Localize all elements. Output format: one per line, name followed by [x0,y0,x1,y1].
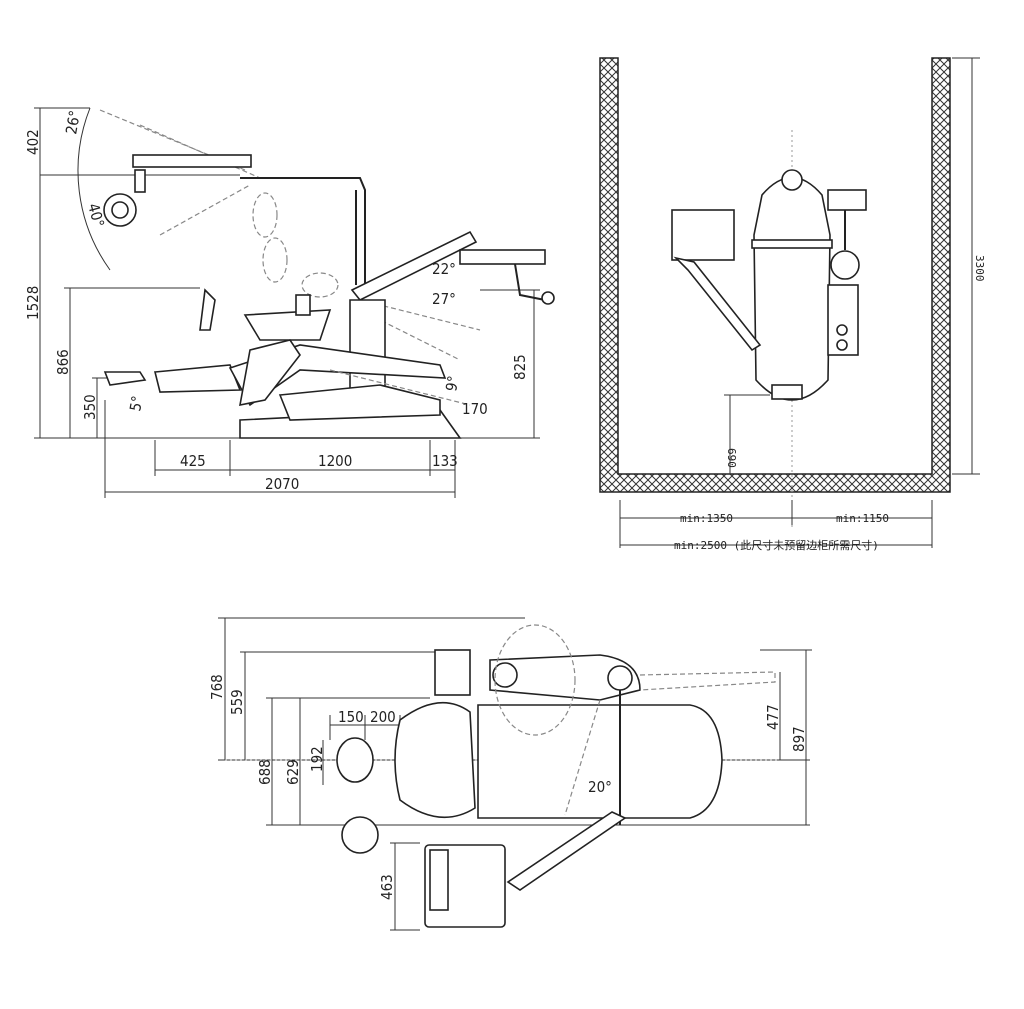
dim-min-1150: min:1150 [836,512,889,525]
dim-768: 768 [208,674,226,700]
dim-200: 200 [370,708,396,726]
dim-463: 463 [378,874,396,900]
dim-1528: 1528 [24,286,42,320]
dim-477: 477 [764,704,782,730]
dim-688: 688 [256,759,274,785]
angle-40: 40° [84,201,108,229]
angle-22: 22° [432,260,456,278]
angle-27: 27° [432,290,456,308]
dim-2070: 2070 [265,475,299,493]
dim-629: 629 [284,759,302,785]
dim-133: 133 [432,452,458,470]
dim-150: 150 [338,708,364,726]
dim-192: 192 [308,746,326,772]
angle-26: 26° [62,109,84,136]
dim-350: 350 [81,394,99,420]
dim-402: 402 [24,129,42,155]
angle-20: 20° [588,778,612,796]
dim-170: 170 [462,400,488,418]
angle-9: 9° [442,374,462,392]
dim-690: 690 [725,448,738,468]
dim-min-2500: min:2500 (此尺寸未预留边柜所需尺寸) [674,538,879,552]
top-view: 768 559 688 629 192 150 200 477 897 463 … [208,617,812,931]
dim-559: 559 [228,689,246,715]
dim-min-1350: min:1350 [680,512,733,525]
dim-825: 825 [511,354,529,380]
angle-5: 5° [126,394,146,412]
dim-3300: 3300 [973,255,986,282]
dim-425: 425 [180,452,206,470]
dim-866: 866 [54,349,72,375]
side-view: 1528 866 350 402 825 425 1200 133 2070 1… [24,107,555,498]
room-view: 3300 690 min:1350 min:1150 min:2500 (此尺寸… [599,57,986,552]
dim-1200: 1200 [318,452,352,470]
dim-897: 897 [790,726,808,752]
